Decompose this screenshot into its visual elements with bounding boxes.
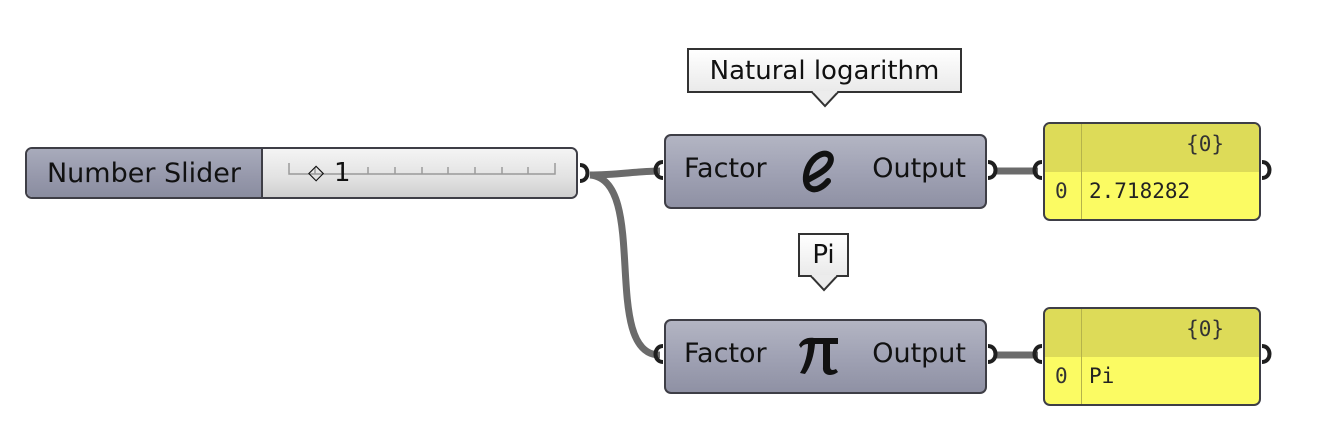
- wire-slider-e: [589, 167, 661, 179]
- panel-1-output-port[interactable]: [1260, 160, 1274, 180]
- component-pi[interactable]: Factor Output: [664, 319, 987, 394]
- panel-2[interactable]: {0} 0 Pi: [1043, 307, 1261, 406]
- panel-path: {0}: [1186, 317, 1224, 341]
- euler-e-icon: [802, 150, 834, 193]
- tooltip-pi: Pi: [798, 233, 849, 277]
- wire-slider-pi: [589, 171, 661, 359]
- slider-output-port[interactable]: [578, 163, 592, 183]
- panel-path: {0}: [1186, 132, 1224, 156]
- tooltip-pointer: [811, 91, 839, 108]
- pi-input-port[interactable]: [651, 344, 665, 364]
- output-label: Output: [872, 153, 966, 184]
- number-slider[interactable]: Number Slider ◇ 1: [25, 147, 578, 199]
- e-output-port[interactable]: [986, 160, 1000, 180]
- panel-divider: [1081, 309, 1082, 404]
- panel-value: Pi: [1089, 364, 1115, 388]
- slider-name: Number Slider: [27, 149, 263, 197]
- component-e[interactable]: Factor Output: [664, 134, 987, 209]
- panel-value: 2.718282: [1089, 179, 1191, 203]
- panel-index: 0: [1055, 179, 1068, 203]
- e-input-port[interactable]: [651, 160, 665, 180]
- input-label: Factor: [684, 153, 767, 184]
- tooltip-natural-logarithm: Natural logarithm: [687, 48, 962, 93]
- slider-track[interactable]: ◇ 1: [263, 149, 576, 197]
- panel-2-input-port[interactable]: [1030, 344, 1044, 364]
- panel-header: [1045, 309, 1259, 357]
- panel-1-input-port[interactable]: [1030, 160, 1044, 180]
- pi-icon: [799, 337, 838, 375]
- slider-ticks: [288, 163, 556, 175]
- panel-index: 0: [1055, 364, 1068, 388]
- input-label: Factor: [684, 338, 767, 369]
- panel-1[interactable]: {0} 0 2.718282: [1043, 122, 1261, 221]
- diamond-grip-icon[interactable]: ◇: [308, 160, 325, 184]
- panel-header: [1045, 124, 1259, 172]
- panel-divider: [1081, 124, 1082, 219]
- pi-output-port[interactable]: [986, 344, 1000, 364]
- output-label: Output: [872, 338, 966, 369]
- slider-value: 1: [334, 158, 351, 188]
- tooltip-pointer: [810, 275, 838, 292]
- panel-2-output-port[interactable]: [1260, 344, 1274, 364]
